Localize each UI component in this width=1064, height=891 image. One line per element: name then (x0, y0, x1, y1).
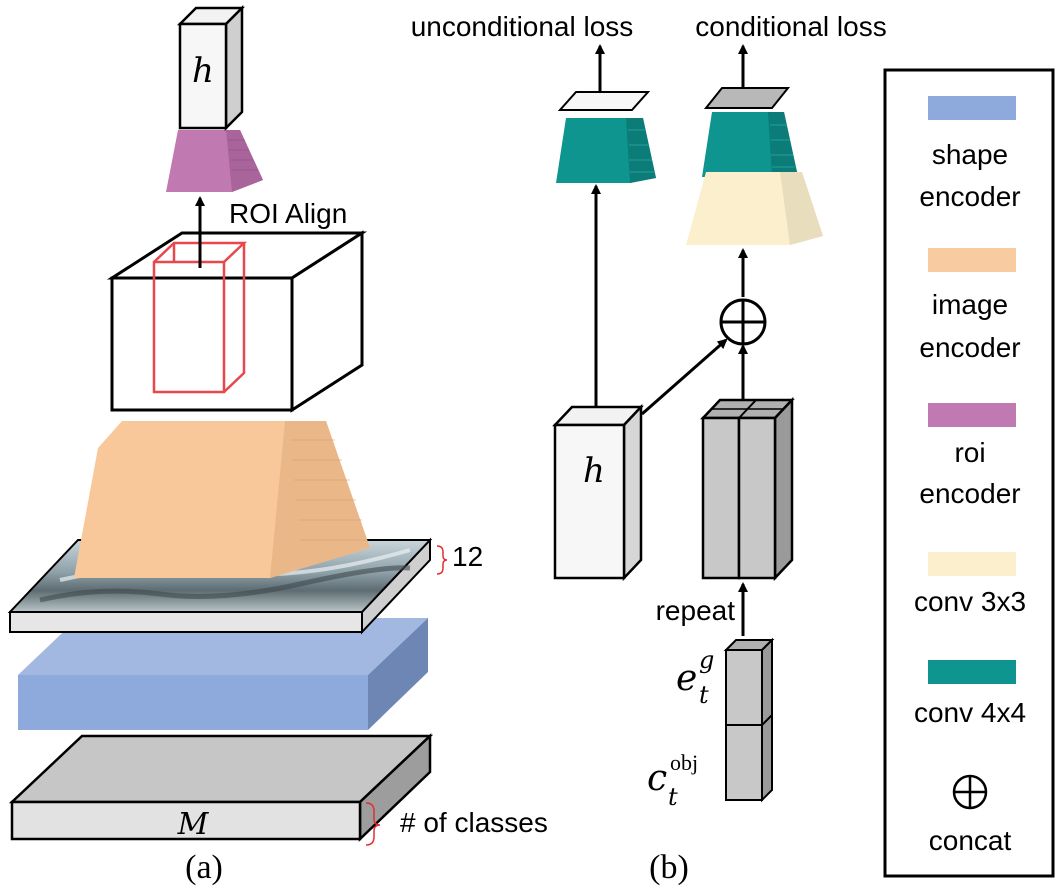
embedding-stack (723, 637, 775, 803)
conv4x4-unconditional (556, 118, 656, 183)
class-label: c obj t (647, 750, 698, 811)
legend-swatch-conv4x4 (928, 660, 1016, 684)
legend-label-line1: conv 4x4 (914, 697, 1026, 728)
mask-label: M (177, 807, 210, 842)
legend-item-roi-encoder: roi encoder (919, 403, 1021, 509)
legend-label-line1: shape (932, 139, 1008, 170)
legend-label-line2: encoder (919, 478, 1020, 509)
h-label-a: h (192, 51, 214, 91)
conditional-output (703, 87, 791, 109)
repeat-label: repeat (656, 595, 736, 626)
conv4x4-conditional (702, 112, 797, 177)
conditional-loss-label: conditional loss (695, 11, 886, 42)
concat-icon (952, 774, 988, 810)
h-block-b: h (552, 403, 644, 582)
legend-item-image-encoder: image encoder (919, 248, 1021, 363)
class-superscript: obj (670, 750, 698, 775)
image-encoder-block (74, 421, 370, 578)
legend-label-line1: conv 3x3 (914, 586, 1026, 617)
panel-b: unconditional loss conditional loss (411, 11, 887, 886)
classes-brace (365, 802, 381, 846)
legend-label-line2: encoder (919, 332, 1020, 363)
h-to-concat-arrow (641, 338, 728, 416)
unconditional-loss-label: unconditional loss (411, 11, 634, 42)
h-label-b: h (583, 451, 605, 491)
legend-swatch-shape-encoder (928, 96, 1016, 120)
legend: shape encoder image encoder roi encoder … (883, 68, 1055, 878)
roi-align-label: ROI Align (229, 198, 347, 229)
legend-label-line2: encoder (919, 181, 1020, 212)
legend-item-shape-encoder: shape encoder (919, 96, 1021, 212)
legend-frame (883, 68, 1055, 878)
channels-label: 12 (452, 541, 483, 572)
embed-superscript: g (699, 646, 714, 674)
shape-encoder-slab (18, 618, 428, 730)
embedding-label: e g t (676, 646, 714, 709)
unconditional-output (557, 91, 651, 111)
embed-subscript: t (699, 681, 709, 709)
legend-swatch-conv3x3 (928, 552, 1016, 576)
feature-map-box (106, 230, 368, 413)
class-subscript: t (668, 783, 678, 811)
embed-symbol: e (676, 658, 697, 699)
legend-concat-label: concat (929, 825, 1012, 856)
legend-item-conv4x4: conv 4x4 (914, 660, 1026, 728)
class-symbol: c (647, 758, 667, 799)
legend-label-line1: roi (954, 437, 985, 468)
caption-b: (b) (649, 849, 689, 886)
mask-slab: M # of classes (8, 733, 548, 846)
channels-brace (436, 545, 448, 575)
repeated-feature-block (700, 396, 795, 582)
legend-swatch-roi-encoder (928, 403, 1016, 427)
classes-label: # of classes (400, 807, 548, 838)
concat-symbol (719, 298, 767, 346)
roi-encoder-block (166, 130, 263, 192)
roi-box (152, 241, 248, 394)
legend-swatch-image-encoder (928, 248, 1016, 272)
legend-item-concat: concat (929, 774, 1012, 856)
legend-label-line1: image (932, 289, 1008, 320)
conv3x3-conditional (686, 172, 823, 245)
legend-item-conv3x3: conv 3x3 (914, 552, 1026, 617)
h-block-a: h (176, 4, 246, 132)
caption-a: (a) (185, 849, 223, 886)
panel-a: M # of classes 12 (7, 4, 548, 886)
